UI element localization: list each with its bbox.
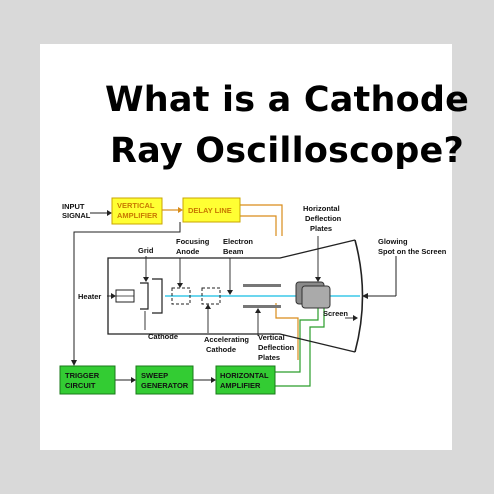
cathode-element xyxy=(140,282,149,310)
input-signal-label-2: SIGNAL xyxy=(62,211,91,220)
screen-label: Screen xyxy=(323,309,348,318)
delay-to-plate-wire-2 xyxy=(275,303,299,360)
trigger-label-1: TRIGGER xyxy=(65,371,100,380)
horizontal-plate-front xyxy=(301,285,331,309)
beam-label-1: Electron xyxy=(223,237,253,246)
hamp-label-2: AMPLIFIER xyxy=(220,381,261,390)
vertical-amplifier-label-1: VERTICAL xyxy=(117,201,155,210)
vertical-amplifier-box xyxy=(111,197,163,225)
accelerating-anode xyxy=(201,287,221,305)
vplate-label-2: Deflection xyxy=(258,343,295,352)
delay-line-label: DELAY LINE xyxy=(188,206,232,215)
horizontal-amplifier-box xyxy=(215,365,276,395)
accelerating-label-2: Cathode xyxy=(206,345,236,354)
trigger-circuit-box xyxy=(59,365,116,395)
input-signal-label-1: INPUT xyxy=(62,202,85,211)
glow-label-2: Spot on the Screen xyxy=(378,247,447,256)
grid-label: Grid xyxy=(138,246,154,255)
glow-label-1: Glowing xyxy=(378,237,408,246)
vplate-label-1: Vertical xyxy=(258,333,285,342)
vertical-plate-top xyxy=(243,284,281,287)
vertical-amplifier-label-2: AMPLIFIER xyxy=(117,211,158,220)
sweep-label-1: SWEEP xyxy=(141,371,168,380)
vplate-label-3: Plates xyxy=(258,353,280,362)
page-title-line-2: Ray Oscilloscope? xyxy=(110,131,464,171)
heater-label: Heater xyxy=(78,292,101,301)
page-title-line-1: What is a Cathode xyxy=(104,80,470,120)
hplate-label-1: Horizontal xyxy=(303,204,340,213)
hamp-label-1: HORIZONTAL xyxy=(220,371,269,380)
delay-to-plate-wire-1b xyxy=(240,215,277,236)
control-grid xyxy=(152,278,163,314)
hplate-label-2: Deflection xyxy=(305,214,342,223)
delay-line-box xyxy=(182,197,241,223)
hplate-label-3: Plates xyxy=(310,224,332,233)
focusing-label-1: Focusing xyxy=(176,237,210,246)
focusing-anode xyxy=(171,287,191,305)
vertical-plate-bottom xyxy=(243,305,281,308)
hamp-to-plate-wire-2 xyxy=(275,305,325,387)
delay-to-plate-wire-1 xyxy=(240,204,283,236)
cathode-label: Cathode xyxy=(148,332,178,341)
accelerating-label-1: Accelerating xyxy=(204,335,249,344)
trigger-label-2: CIRCUIT xyxy=(65,381,96,390)
beam-label-2: Beam xyxy=(223,247,244,256)
trigger-feed-wire xyxy=(73,222,181,362)
sweep-generator-box xyxy=(135,365,194,395)
focusing-label-2: Anode xyxy=(176,247,199,256)
sweep-label-2: GENERATOR xyxy=(141,381,189,390)
hamp-to-plate-wire-1 xyxy=(275,305,319,373)
